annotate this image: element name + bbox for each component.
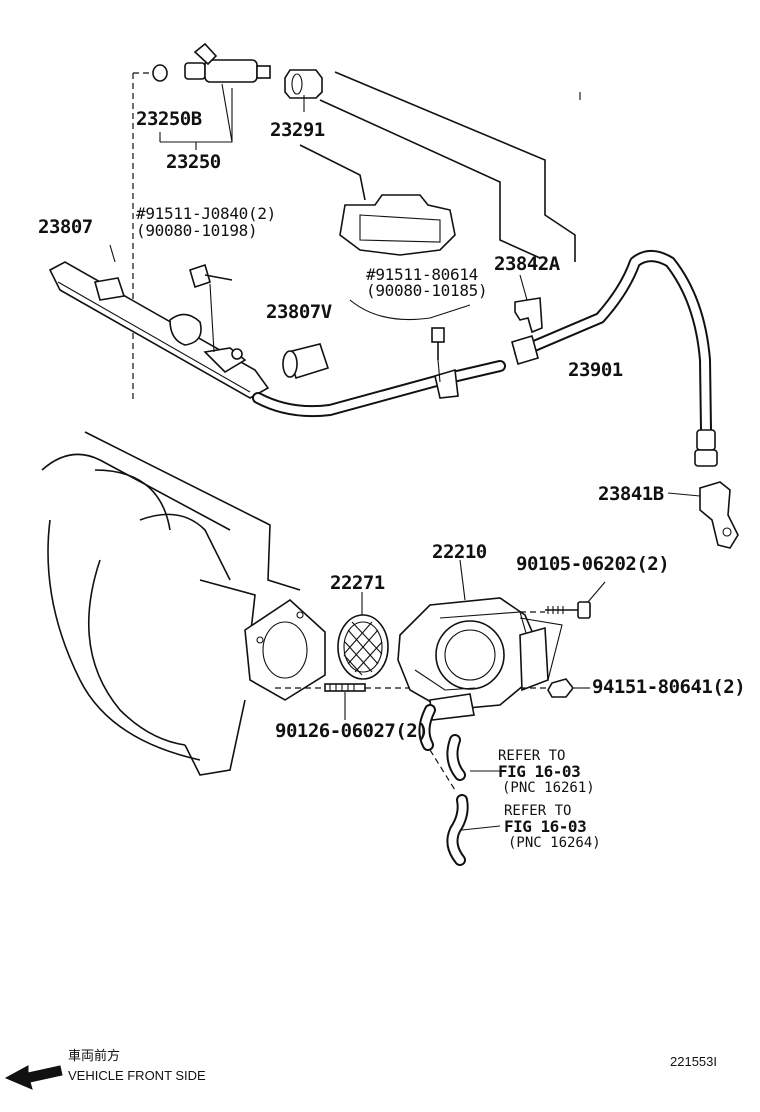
label-bolt1-alt: (90080-10198) (136, 221, 257, 240)
engine-cap (339, 194, 456, 256)
refer-note-2-line3: (PNC 16264) (508, 835, 601, 851)
label-23842A: 23842A (494, 253, 561, 275)
clip-23841B (699, 481, 739, 549)
bolt-91511-J0840 (189, 263, 233, 353)
throttle-hoses (418, 704, 469, 866)
label-23807: 23807 (38, 216, 93, 238)
engine-cover-outline (299, 71, 576, 321)
label-90126: 90126-06027(2) (275, 720, 428, 742)
refer-note-1-line2: FIG 16-03 (498, 762, 580, 781)
refer-note-2: REFER TO FIG 16-03 (PNC 16264) (504, 803, 601, 851)
label-22271: 22271 (330, 572, 385, 594)
bolt-90105 (520, 601, 591, 619)
label-bolt1-part: #91511-J0840(2) (136, 204, 276, 223)
front-label-jp: 車両前方 (68, 1048, 120, 1063)
nut-94151 (520, 678, 575, 698)
label-23250: 23250 (166, 151, 221, 173)
figure-id: 221553I (670, 1054, 717, 1069)
leader-lines (109, 92, 701, 831)
refer-note-1-line3: (PNC 16261) (502, 780, 595, 796)
clip-23807V (282, 343, 330, 380)
label-22210: 22210 (432, 541, 487, 563)
refer-note-1-line1: REFER TO (498, 748, 565, 764)
label-bolt2-part: #91511-80614 (366, 265, 478, 284)
injector-bracket-lines (132, 72, 233, 400)
label-94151: 94151-80641(2) (592, 676, 745, 698)
label-23841B: 23841B (598, 483, 664, 505)
fuel-delivery-pipe (48, 261, 270, 399)
fuel-line (252, 360, 506, 418)
refer-note-2-line1: REFER TO (504, 803, 571, 819)
clamp-23842A (514, 297, 543, 334)
intake-flange (244, 598, 326, 701)
gasket-22271 (337, 614, 389, 680)
stud-90126 (275, 683, 410, 692)
grommet-23291 (284, 69, 323, 112)
label-23250B: 23250B (136, 108, 202, 130)
label-23807V: 23807V (266, 301, 332, 323)
throttle-body (397, 597, 563, 721)
intake-manifold (41, 431, 301, 776)
label-90105: 90105-06202(2) (516, 553, 669, 575)
label-23291: 23291 (270, 119, 325, 141)
front-label-en: VEHICLE FRONT SIDE (68, 1068, 206, 1083)
front-arrow-icon (4, 1065, 63, 1090)
vehicle-front-indicator: 車両前方 VEHICLE FRONT SIDE (4, 1048, 206, 1090)
fuel-injector (152, 42, 271, 83)
bolt-91511-80614 (431, 327, 445, 383)
refer-note-2-line2: FIG 16-03 (504, 817, 586, 836)
label-23901: 23901 (568, 359, 623, 381)
label-bolt2-alt: (90080-10185) (366, 281, 487, 300)
refer-note-1: REFER TO FIG 16-03 (PNC 16261) (498, 748, 595, 796)
fuel-hose-23901 (511, 250, 718, 467)
